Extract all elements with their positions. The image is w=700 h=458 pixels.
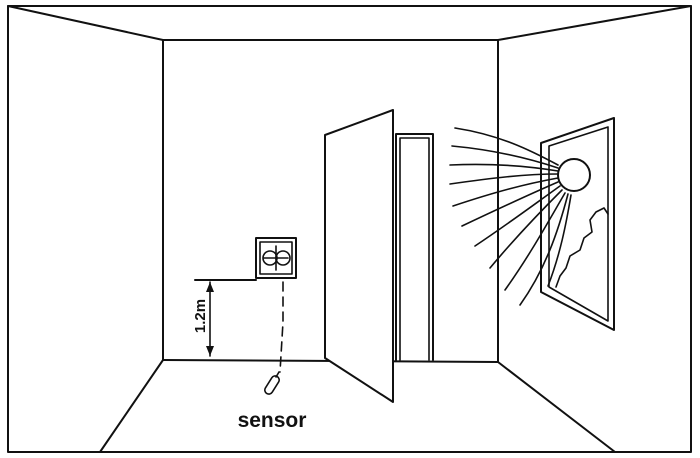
thermostat-icon: [255, 237, 297, 279]
sun-icon: [557, 158, 591, 192]
window: [540, 117, 615, 331]
diagram-frame: [7, 5, 692, 453]
height-label: 1.2m: [192, 299, 209, 333]
sun-rays: [449, 127, 572, 306]
sensor-probe: [264, 371, 280, 395]
door-frame: [395, 133, 434, 361]
height-dimension: [206, 281, 214, 357]
room-walls: [7, 5, 692, 453]
open-door: [324, 109, 394, 403]
sensor-label: sensor: [238, 409, 307, 432]
sensor-wire: [279, 281, 284, 373]
